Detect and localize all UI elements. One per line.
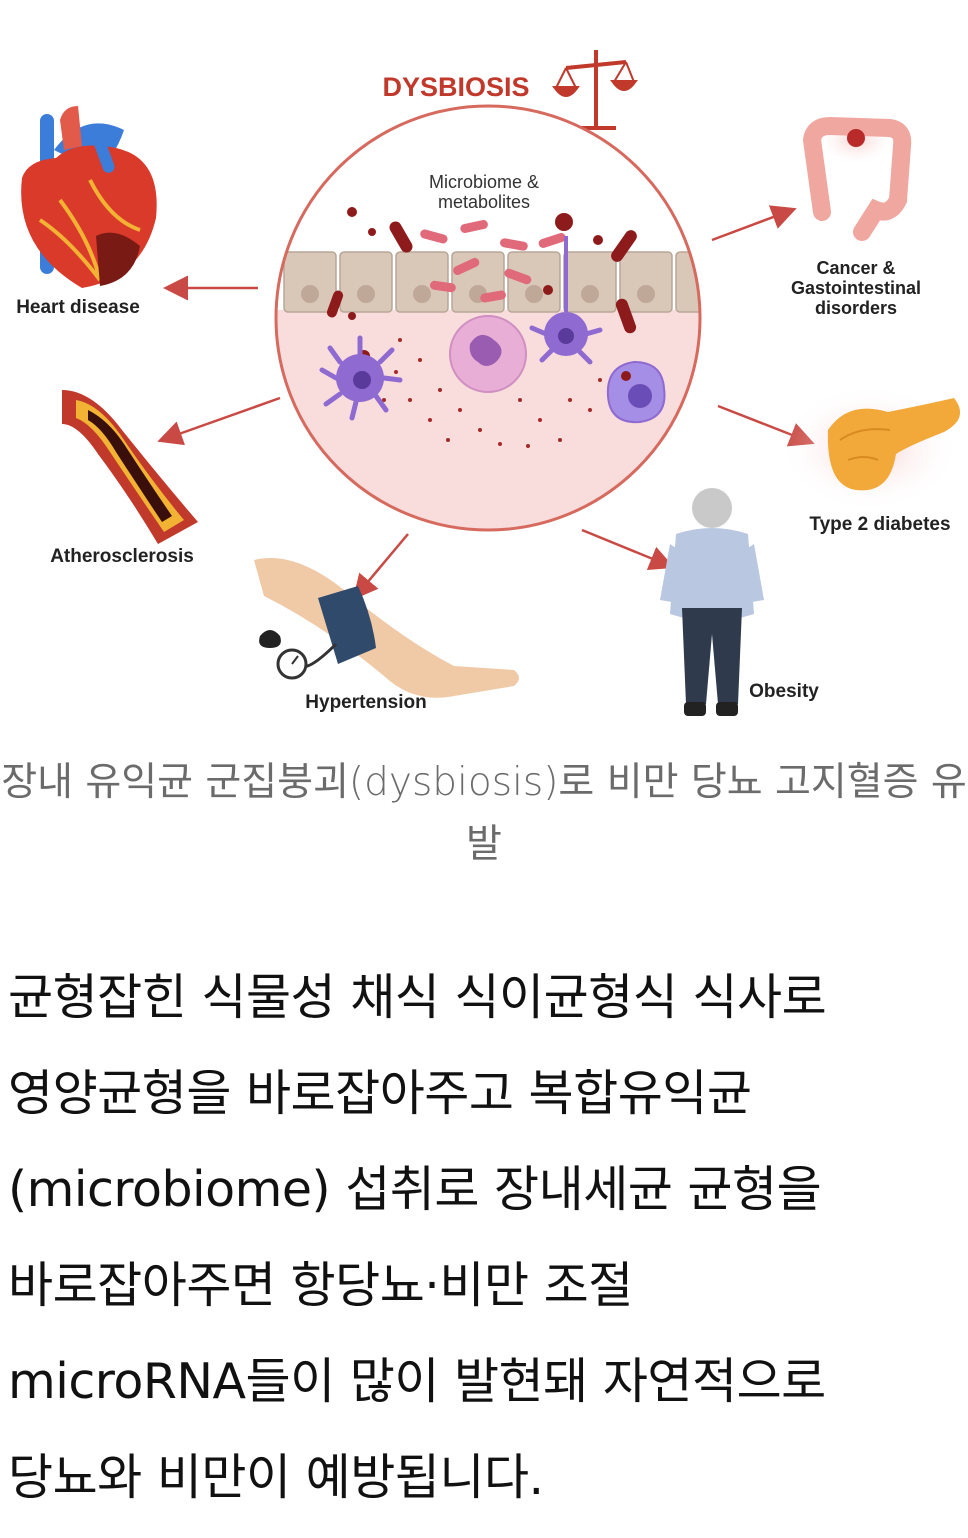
label-hypertension: Hypertension [305, 692, 426, 713]
artery-icon [62, 390, 198, 544]
blood-pressure-cuff-icon [254, 558, 519, 698]
label-type2-diabetes: Type 2 diabetes [809, 514, 950, 535]
label-obesity: Obesity [749, 681, 819, 702]
colon-icon [802, 114, 912, 241]
figure-title: DYSBIOSIS [382, 72, 529, 102]
label-cancer-line-2: Gastointestinal [791, 278, 921, 298]
immune-cell-neutrophil [449, 315, 527, 393]
bacteria [326, 207, 637, 381]
heart-organ-icon [21, 106, 157, 288]
center-label-line-2: metabolites [438, 192, 530, 212]
immune-cell-macrophage [606, 360, 666, 424]
epithelial-cells [283, 251, 700, 313]
immune-cell-dendritic [319, 335, 403, 421]
immune-cell-dendritic-2 [529, 236, 603, 365]
label-cancer-line-3: disorders [815, 298, 897, 318]
center-label-line-1: Microbiome & [429, 172, 539, 192]
balance-scale-icon [552, 50, 638, 130]
person-obesity-icon [660, 488, 764, 716]
figure-caption: 장내 유익균 군집붕괴(dysbiosis)로 비만 당뇨 고지혈증 유발 [1, 760, 967, 867]
article-paragraph: 균형잡힌 식물성 채식 식이균형식 식사로 영양균형을 바로잡아주고 복합유익균… [8, 969, 827, 1506]
label-heart-disease: Heart disease [16, 297, 140, 318]
label-atherosclerosis: Atherosclerosis [50, 546, 194, 567]
pancreas-icon [780, 384, 961, 512]
dysbiosis-figure: DYSBIOSIS [0, 0, 968, 735]
label-cancer-line-1: Cancer & [816, 258, 895, 278]
